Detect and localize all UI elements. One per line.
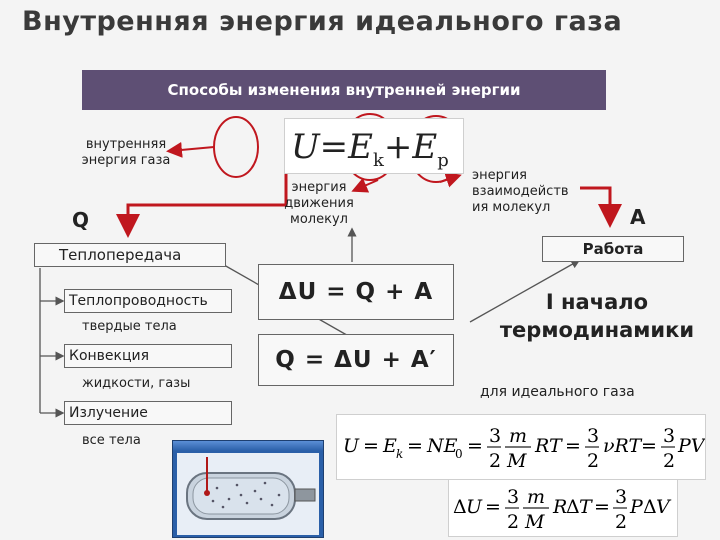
svg-text:E: E: [382, 435, 397, 457]
conduction-sub-label: твердые тела: [82, 319, 177, 334]
svg-text:=: =: [467, 435, 483, 457]
radiation-sub-label: все тела: [82, 433, 141, 448]
svg-text:=: =: [407, 435, 423, 457]
first-law-title: I начало термодинамики: [478, 288, 716, 344]
convection-sub-label: жидкости, газы: [82, 376, 191, 391]
svg-text:3: 3: [615, 486, 627, 508]
svg-text:3: 3: [507, 486, 519, 508]
svg-text:2: 2: [489, 450, 501, 472]
svg-text:T: T: [579, 496, 593, 518]
svg-text:k: k: [396, 447, 403, 461]
first-law-equation: ΔU = Q + A: [258, 264, 454, 320]
svg-text:V: V: [656, 496, 672, 518]
svg-text:NE: NE: [426, 435, 458, 457]
svg-text:3: 3: [587, 425, 599, 447]
interaction-energy-line3: ия молекул: [472, 200, 551, 215]
internal-energy-label: внутренняя энергия газа: [76, 137, 176, 169]
svg-text:U: U: [343, 435, 360, 457]
symbol-eq: =: [319, 127, 349, 167]
symbol-plus: +: [383, 127, 413, 167]
subscript-p: p: [437, 149, 449, 171]
internal-energy-line2: энергия газа: [81, 153, 171, 168]
svg-text:2: 2: [663, 450, 675, 472]
motion-energy-label: энергия движения молекул: [276, 180, 362, 228]
interaction-energy-line2: взаимодейств: [472, 184, 569, 199]
svg-text:P: P: [629, 496, 644, 518]
svg-text:Δ: Δ: [566, 496, 580, 518]
svg-text:PV: PV: [677, 435, 705, 457]
ideal-gas-label: для идеального газа: [480, 384, 635, 400]
section-banner: Способы изменения внутренней энергии: [82, 70, 606, 110]
svg-text:U: U: [466, 496, 483, 518]
radiation-box: Излучение: [64, 401, 232, 425]
svg-text:m: m: [509, 425, 527, 447]
motion-energy-line2: движения: [284, 196, 354, 211]
formula-internal-energy: U=Ek+Ep: [284, 118, 464, 174]
svg-text:R: R: [552, 496, 567, 518]
svg-text:M: M: [506, 450, 527, 472]
svg-text:=: =: [594, 496, 610, 518]
svg-text:=: =: [485, 496, 501, 518]
interaction-energy-line1: энергия: [472, 168, 527, 183]
svg-text:2: 2: [615, 511, 627, 533]
svg-text:=: =: [363, 435, 379, 457]
svg-text:2: 2: [587, 450, 599, 472]
circle-u: [213, 116, 259, 178]
work-box: Работа: [542, 236, 684, 262]
first-law-equation-alt: Q = ΔU + A′: [258, 334, 454, 386]
heat-q-label: Q: [72, 208, 90, 232]
svg-text:2: 2: [507, 511, 519, 533]
work-a-label: A: [630, 205, 646, 229]
symbol-ek: E: [348, 127, 373, 167]
svg-text:3: 3: [663, 425, 675, 447]
symbol-u: U: [291, 127, 320, 167]
gas-cylinder-illustration: [172, 440, 324, 538]
motion-energy-line3: молекул: [290, 212, 348, 227]
first-law-line1: I начало: [545, 290, 649, 314]
symbol-ep: E: [412, 127, 438, 167]
window-titlebar: [173, 441, 323, 451]
heat-transfer-box: Теплопередача: [34, 243, 226, 267]
page-title: Внутренняя энергия идеального газа: [22, 6, 623, 37]
svg-text:=: =: [641, 435, 657, 457]
first-law-line2: термодинамики: [499, 318, 695, 342]
window-content: [177, 453, 319, 535]
svg-text:0: 0: [455, 447, 463, 461]
interaction-energy-label: энергия взаимодейств ия молекул: [472, 168, 582, 216]
svg-text:Δ: Δ: [453, 496, 467, 518]
svg-text:m: m: [527, 486, 545, 508]
convection-box: Конвекция: [64, 344, 232, 368]
conduction-box: Теплопроводность: [64, 289, 232, 313]
svg-text:=: =: [565, 435, 581, 457]
svg-text:RT: RT: [534, 435, 563, 457]
subscript-k: k: [372, 149, 384, 171]
svg-text:νRT: νRT: [603, 435, 643, 457]
motion-energy-line1: энергия: [291, 180, 347, 195]
svg-text:M: M: [524, 511, 545, 533]
svg-text:3: 3: [489, 425, 501, 447]
svg-text:Δ: Δ: [643, 496, 657, 518]
cylinder-graphic: [186, 457, 316, 520]
internal-energy-line1: внутренняя: [85, 137, 167, 152]
